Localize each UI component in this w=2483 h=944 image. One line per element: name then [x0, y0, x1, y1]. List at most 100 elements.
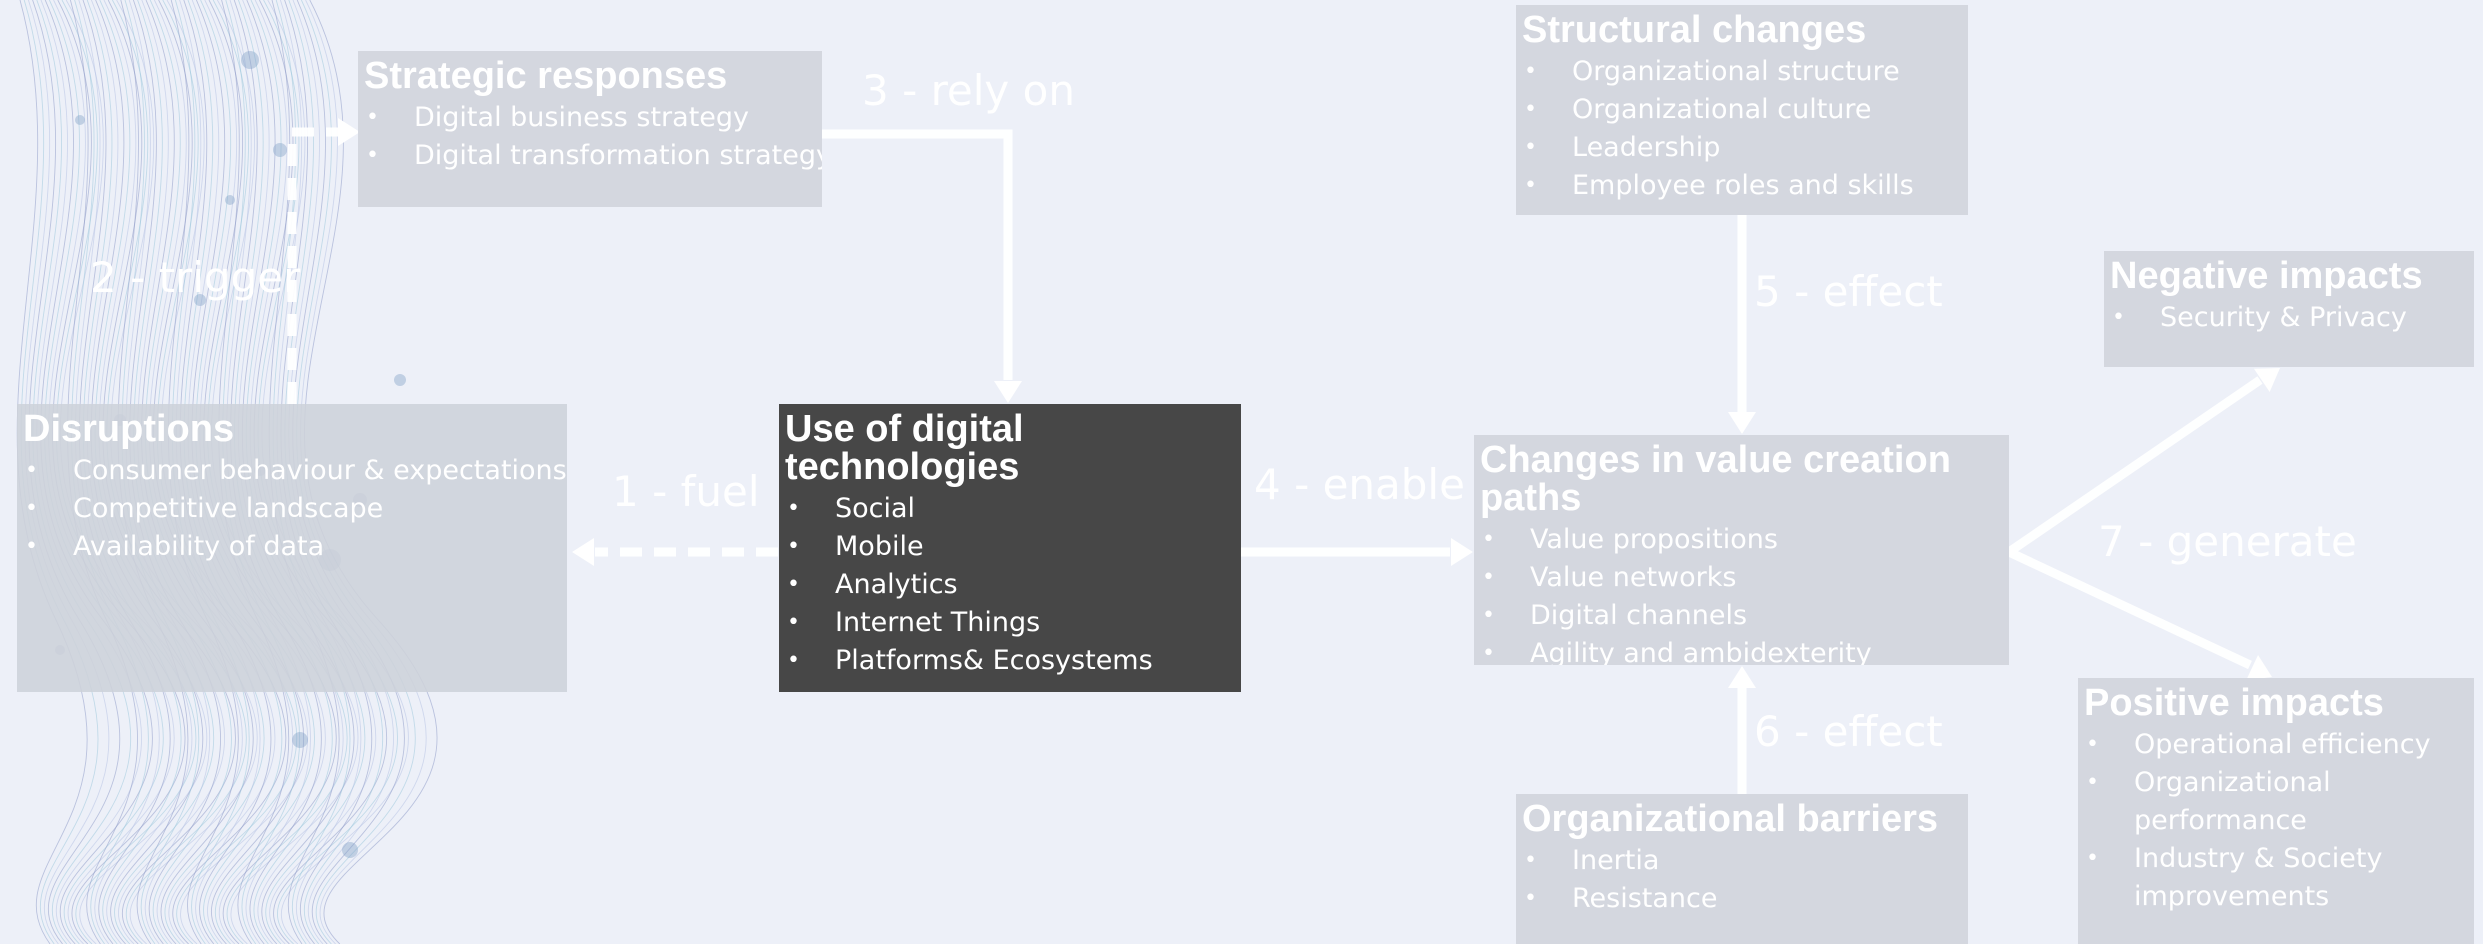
bullet-icon: • — [787, 572, 800, 597]
list-item: •Platforms& Ecosystems — [785, 642, 1233, 680]
strategic-responses-box: Strategic responses •Digital business st… — [358, 51, 822, 207]
bullet-icon: • — [2086, 732, 2099, 757]
bullet-icon: • — [1524, 173, 1537, 198]
bullet-icon: • — [1482, 641, 1495, 665]
use-of-digital-technologies-title: Use of digital technologies — [785, 408, 1024, 488]
bubble-dot — [241, 51, 259, 69]
list-item: •Organizational structure — [1522, 53, 1960, 91]
enable-arrowhead-icon — [1451, 538, 1473, 566]
generate-positive-arrowhead-icon — [2246, 654, 2272, 681]
list-item: •Value networks — [1480, 559, 2001, 597]
bullet-icon: • — [2086, 846, 2099, 871]
list-item: •Competitive landscape — [23, 490, 559, 528]
bullet-icon: • — [787, 496, 800, 521]
bullet-icon: • — [2086, 770, 2099, 795]
list-item: •Internet Things — [785, 604, 1233, 642]
bubble-dot — [273, 143, 287, 157]
bullet-icon: • — [1524, 59, 1537, 84]
structural-changes-title: Structural changes — [1522, 9, 1867, 51]
positive-impacts-box: Positive impacts •Operational efficiency… — [2078, 678, 2474, 944]
value-creation-paths-list: •Value propositions •Value networks •Dig… — [1480, 521, 2001, 665]
list-item: •Value propositions — [1480, 521, 2001, 559]
generate-negative-arrow-line — [2006, 376, 2263, 556]
disruptions-box: Disruptions •Consumer behaviour & expect… — [17, 404, 567, 692]
list-item: •Inertia — [1522, 842, 1960, 880]
bullet-icon: • — [787, 648, 800, 673]
trigger-arrow-line — [287, 127, 340, 404]
list-item: •Digital business strategy — [364, 99, 814, 137]
rely-on-arrow-line — [822, 129, 1013, 380]
edge-label-rely-on: 3 - rely on — [862, 66, 1075, 115]
list-item: •Availability of data — [23, 528, 559, 566]
bullet-icon: • — [2112, 305, 2125, 330]
edge-label-fuel: 1 - fuel — [612, 467, 760, 516]
bullet-icon: • — [1482, 527, 1495, 552]
bullet-icon: • — [366, 105, 379, 130]
bullet-icon: • — [1524, 97, 1537, 122]
bullet-icon: • — [366, 143, 379, 168]
list-item: •Industry & Society improvements — [2084, 840, 2466, 916]
positive-impacts-title: Positive impacts — [2084, 682, 2384, 724]
organizational-barriers-box: Organizational barriers •Inertia •Resist… — [1516, 794, 1968, 944]
bullet-icon: • — [25, 534, 38, 559]
edge-label-generate: 7 - generate — [2098, 517, 2357, 566]
effect-barriers-arrowhead-icon — [1728, 666, 1756, 688]
bubble-dot — [394, 374, 406, 386]
list-item: •Employee roles and skills — [1522, 167, 1960, 205]
use-of-digital-technologies-box: Use of digital technologies •Social •Mob… — [779, 404, 1241, 692]
list-item: •Social — [785, 490, 1233, 528]
edge-label-effect-structural: 5 - effect — [1754, 267, 1943, 316]
organizational-barriers-list: •Inertia •Resistance — [1522, 842, 1960, 918]
bullet-icon: • — [1482, 603, 1495, 628]
changes-in-value-creation-paths-box: Changes in value creation paths •Value p… — [1474, 435, 2009, 665]
bullet-icon: • — [787, 534, 800, 559]
bubble-dot — [75, 115, 85, 125]
list-item: •Resistance — [1522, 880, 1960, 918]
organizational-barriers-title: Organizational barriers — [1522, 798, 1939, 840]
list-item: •Agility and ambidexterity — [1480, 635, 2001, 665]
bubble-dot — [194, 294, 206, 306]
list-item: •Operational efficiency — [2084, 726, 2466, 764]
bubble-dot — [292, 732, 308, 748]
disruptions-title: Disruptions — [23, 408, 235, 450]
bullet-icon: • — [1524, 135, 1537, 160]
list-item: •Security & Privacy — [2110, 299, 2466, 337]
list-item: •Organizational performance — [2084, 764, 2466, 840]
strategic-responses-title: Strategic responses — [364, 55, 728, 97]
positive-impacts-list: •Operational efficiency •Organizational … — [2084, 726, 2466, 916]
changes-in-value-creation-paths-title: Changes in value creation paths — [1480, 439, 1951, 519]
bubble-dot — [342, 842, 358, 858]
bullet-icon: • — [787, 610, 800, 635]
edge-label-trigger: 2 - trigger — [90, 253, 301, 302]
bullet-icon: • — [1482, 565, 1495, 590]
strategic-responses-list: •Digital business strategy •Digital tran… — [364, 99, 822, 175]
structural-changes-list: •Organizational structure •Organizationa… — [1522, 53, 1960, 205]
generate-negative-arrowhead-icon — [2253, 368, 2280, 392]
rely-on-arrowhead-icon — [994, 381, 1022, 403]
digital-technologies-list: •Social •Mobile •Analytics •Internet Thi… — [785, 490, 1233, 680]
effect-structural-arrowhead-icon — [1728, 412, 1756, 434]
list-item: •Organizational culture — [1522, 91, 1960, 129]
negative-impacts-title: Negative impacts — [2110, 255, 2423, 297]
bullet-icon: • — [25, 458, 38, 483]
generate-positive-arrow-line — [2007, 547, 2252, 670]
edge-label-effect-barriers: 6 - effect — [1754, 707, 1943, 756]
list-item: •Consumer behaviour & expectations — [23, 452, 567, 490]
negative-impacts-list: •Security & Privacy — [2110, 299, 2466, 337]
list-item: •Digital transformation strategy — [364, 137, 822, 175]
negative-impacts-box: Negative impacts •Security & Privacy — [2104, 251, 2474, 367]
edge-label-enable: 4 - enable — [1254, 460, 1465, 509]
fuel-arrowhead-icon — [572, 538, 594, 566]
bullet-icon: • — [25, 496, 38, 521]
bullet-icon: • — [1524, 886, 1537, 911]
structural-changes-box: Structural changes •Organizational struc… — [1516, 5, 1968, 215]
disruptions-list: •Consumer behaviour & expectations •Comp… — [23, 452, 567, 566]
list-item: •Analytics — [785, 566, 1233, 604]
list-item: •Leadership — [1522, 129, 1960, 167]
bubble-dot — [225, 195, 235, 205]
trigger-arrowhead-icon — [338, 118, 360, 146]
bullet-icon: • — [1524, 848, 1537, 873]
list-item: •Mobile — [785, 528, 1233, 566]
